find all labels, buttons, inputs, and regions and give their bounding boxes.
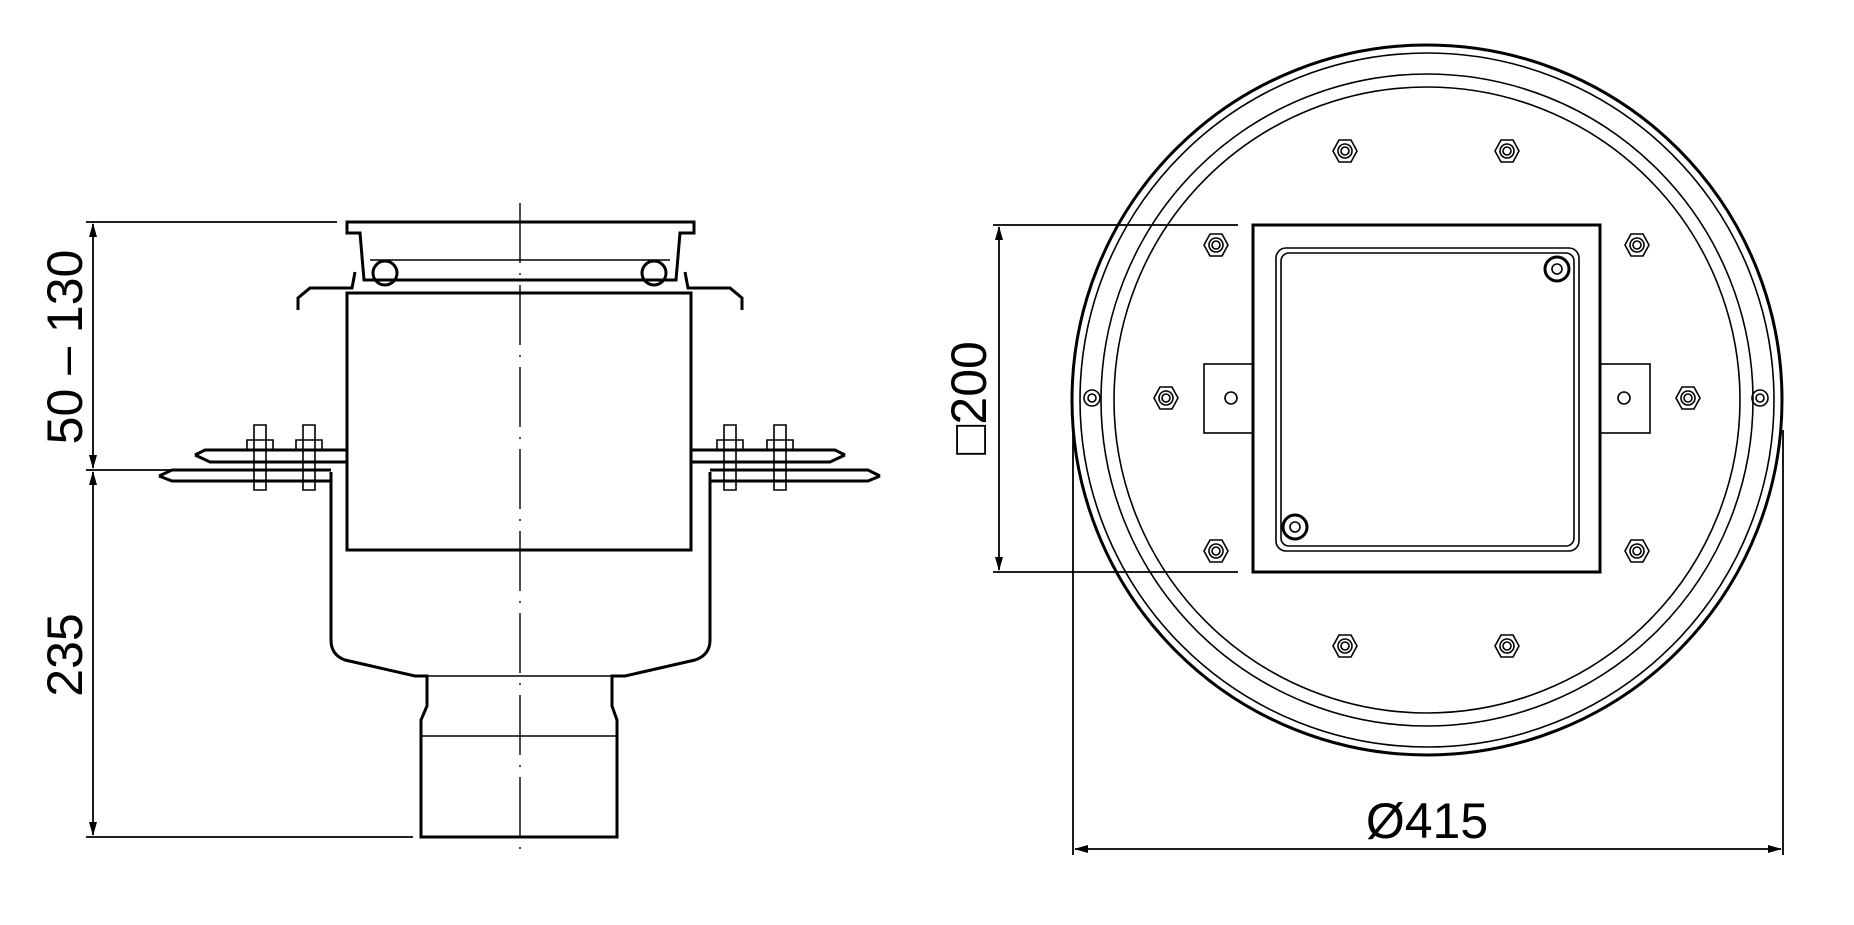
base-flange-right (710, 468, 881, 483)
outer-ring (1070, 43, 1784, 757)
dim-label-diameter: Ø415 (1366, 793, 1488, 849)
ring-screws (1083, 389, 1769, 407)
dim-label-adjustable-height: 50 – 130 (37, 250, 93, 445)
dim-label-square: □200 (941, 341, 997, 455)
dimension-diameter: Ø415 (1072, 430, 1784, 855)
dimension-square: □200 (941, 224, 1238, 573)
bolts (246, 424, 794, 491)
base-flange-left (158, 468, 331, 483)
grate-screw-icon (1281, 513, 1309, 541)
outer-body (329, 472, 712, 839)
tab-right (1599, 363, 1651, 434)
grate-screw-icon (1543, 255, 1571, 283)
top-view: □200 Ø415 (941, 43, 1784, 855)
side-view: 50 – 130 235 (37, 203, 881, 850)
clamp-flange-left (194, 448, 347, 464)
seal-ball-left (371, 259, 399, 287)
grate-frame (345, 220, 696, 282)
bracket-right (683, 271, 744, 310)
tab-left (1203, 363, 1254, 434)
grate (1275, 247, 1580, 552)
inner-body (345, 291, 693, 552)
clamp-flange-right (691, 448, 846, 464)
bracket-left (296, 271, 357, 310)
seal-ball-right (640, 259, 668, 287)
square-frame (1251, 223, 1602, 574)
dimension-height: 50 – 130 235 (37, 221, 413, 838)
dim-label-body-height: 235 (37, 613, 93, 696)
